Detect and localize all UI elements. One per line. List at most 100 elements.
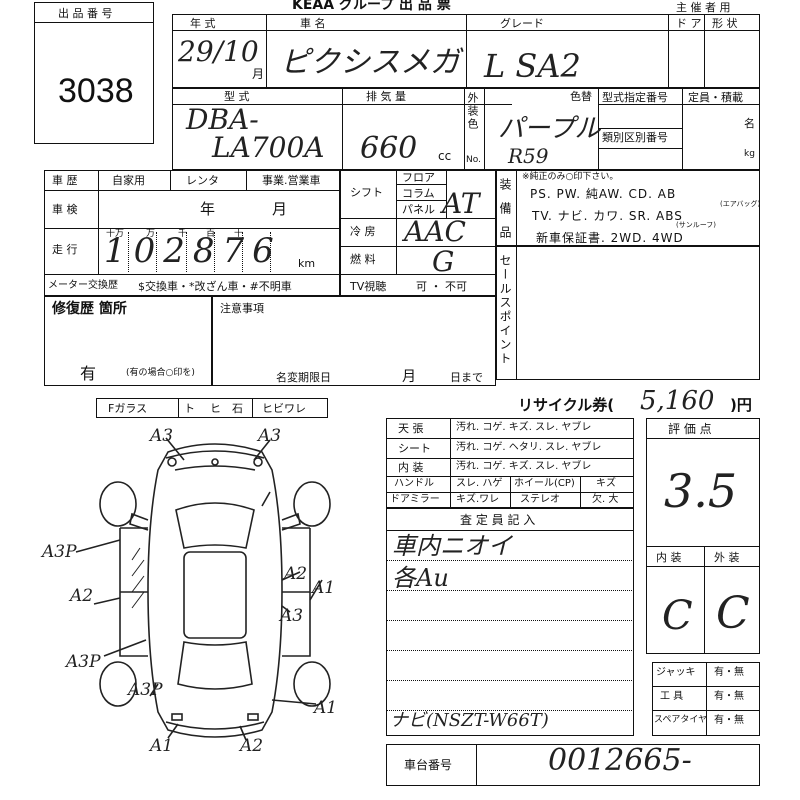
damage-mark-3: A3P — [42, 542, 77, 562]
condition-row-2-label: シート — [398, 442, 431, 455]
damage-mark-4: A2 — [70, 586, 94, 606]
glass-opt-stone: 石 — [232, 402, 243, 415]
wheel-label: ホイール(CP) — [514, 478, 575, 489]
damage-mark-8: A3P — [66, 652, 101, 672]
interior-grade: C — [662, 593, 693, 639]
condition-row-1-value: 汚れ. コゲ. キズ. スレ. ヤブレ — [456, 422, 592, 433]
type-row-box — [172, 88, 760, 170]
sales-point-label: セールスポイント — [498, 254, 512, 366]
door-label: ド ア — [676, 17, 702, 30]
tool-jack-label: ジャッキ — [656, 667, 696, 678]
rear-lamp-right — [247, 713, 259, 721]
organizer-label: 主 催 者 用 — [676, 1, 731, 14]
tv-value: 可 ・ 不可 — [416, 280, 467, 293]
tool-spare-label: スペアタイヤ — [654, 715, 708, 725]
displacement-label: 排 気 量 — [366, 90, 406, 103]
business-use: 事業.営業車 — [262, 174, 321, 187]
notes-box — [212, 296, 496, 386]
shift-label: シフト — [350, 186, 383, 199]
digit-100: 百 — [206, 229, 216, 239]
shift-panel: パネル — [402, 203, 435, 216]
rear-window — [177, 641, 253, 690]
shift-floor: フロア — [402, 171, 435, 184]
glass-opt-crack: ヒビワレ — [262, 402, 306, 415]
glass-opt-hi: ヒ — [210, 402, 221, 415]
tool-jack-value: 有・無 — [714, 667, 744, 678]
handle-value: スレ. ハゲ — [456, 478, 503, 489]
model-value: ピクシスメガ — [280, 45, 460, 80]
kg-unit: kg — [744, 149, 755, 159]
capacity-label: 定員・積載 — [688, 91, 743, 104]
wheel-value: キズ — [596, 478, 616, 489]
recycle-label: リサイクル券( — [518, 396, 615, 414]
form-title: KEAA グループ 出 品 票 — [292, 0, 451, 13]
exterior-grade: C — [716, 588, 750, 639]
equipment-line-3: 新車保証書. 2WD. 4WD — [536, 231, 684, 245]
front-left-wheel — [99, 481, 137, 527]
fog-center — [211, 458, 219, 466]
damage-mark-1: A3 — [150, 426, 174, 446]
fuel-value: G — [432, 245, 455, 278]
inspector-box — [386, 508, 634, 736]
tv-label: TV視聴 — [350, 280, 387, 293]
type-value-2: LA700A — [212, 131, 325, 164]
damage-mark-11: A1 — [150, 736, 174, 756]
shift-box — [340, 170, 496, 296]
model-label: 車 名 — [300, 17, 326, 30]
chassis-box — [386, 744, 760, 786]
damage-mark-10: A1 — [314, 698, 338, 718]
recycle-suffix: )円 — [730, 396, 752, 414]
lot-number-label: 出 品 番 号 — [58, 7, 113, 20]
year-value: 29/10 — [178, 35, 259, 68]
condition-row-3-label: 内 装 — [398, 461, 424, 474]
right-doors — [282, 527, 311, 657]
digit-100k: 十万 — [106, 229, 125, 239]
mirror-label: ドアミラー — [390, 494, 440, 505]
chassis-value: 0012665- — [548, 743, 692, 778]
rental-use: レンタ — [186, 174, 219, 187]
front-bumper — [165, 450, 265, 459]
km-unit: km — [298, 257, 316, 270]
inspector-label: 査 定 員 記 入 — [460, 513, 536, 527]
equipment-line-1: PS. PW. 純AW. CD. AB — [530, 187, 677, 201]
inspector-note-3: ナビ(NSZT-W66T) — [390, 710, 549, 731]
ext-color-label: 外装色 — [466, 92, 479, 131]
digit-10k: 万 — [146, 229, 156, 239]
inspector-note-2: 各Au — [392, 564, 449, 592]
repair-label: 修復歴 箇所 — [52, 301, 127, 317]
stereo-value: 欠. 大 — [592, 494, 619, 505]
person-unit: 名 — [744, 117, 755, 130]
glass-label: Fガラス — [108, 402, 148, 415]
inspector-note-1: 車内ニオイ — [392, 532, 512, 560]
damage-mark-2: A3 — [258, 426, 282, 446]
mileage-label: 走 行 — [52, 243, 78, 256]
tool-kit-value: 有・無 — [714, 691, 744, 702]
evaluation-score: 3.5 — [664, 464, 738, 518]
cc-unit: cc — [438, 149, 452, 163]
history-label: 車 歴 — [52, 174, 78, 187]
color-value: パープル — [498, 114, 601, 144]
stereo-label: ステレオ — [520, 494, 560, 505]
mirror-value: キズ.ワレ — [456, 494, 500, 505]
ac-label: 冷 房 — [350, 225, 376, 238]
headlight-left — [167, 457, 177, 467]
inspection-year: 年 — [200, 200, 216, 218]
shape-label: 形 状 — [712, 17, 738, 30]
ac-value: AAC — [404, 215, 466, 248]
repair-note: (有の場合○印を) — [126, 368, 195, 378]
displacement-value: 660 — [360, 131, 418, 166]
evaluation-label: 評 価 点 — [668, 422, 712, 436]
grade-label: グレード — [500, 17, 544, 30]
recycle-value: 5,160 — [640, 386, 715, 416]
year-label: 年 式 — [190, 17, 216, 30]
type-label: 型 式 — [224, 90, 250, 103]
tool-kit-label: 工 具 — [660, 691, 684, 702]
damage-mark-6: A3 — [280, 606, 304, 626]
roof — [183, 551, 247, 639]
name-change-month: 月 — [402, 369, 416, 385]
handle-label: ハンドル — [394, 478, 434, 489]
notes-label: 注意事項 — [220, 302, 264, 315]
meter-notes: $交換車・*改ざん車・#不明車 — [138, 280, 292, 293]
inspection-month: 月 — [272, 200, 288, 218]
rear-left-wheel — [99, 661, 137, 707]
